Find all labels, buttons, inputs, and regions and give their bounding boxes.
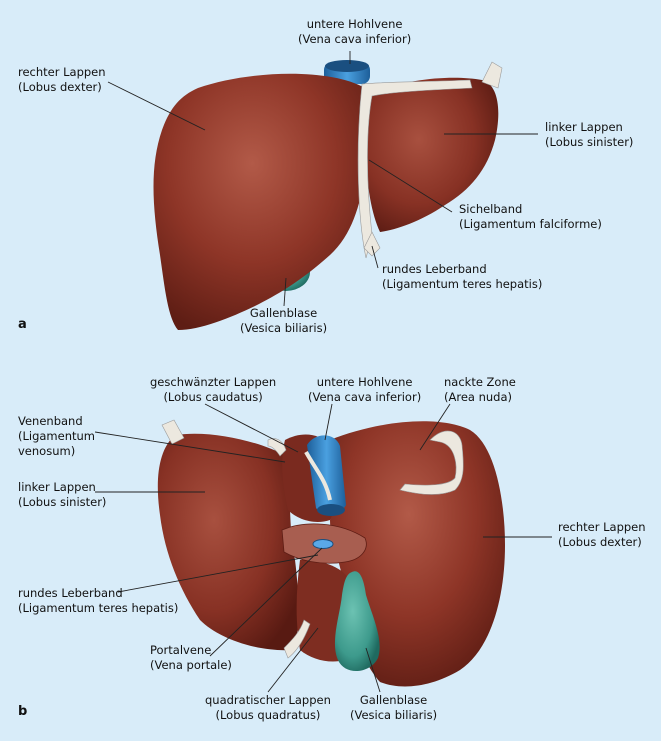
- label-bare-area-b: nackte Zone (Area nuda): [444, 375, 516, 404]
- vena-cava-b: [304, 435, 346, 516]
- left-lobe-b: [157, 433, 299, 651]
- portal-vein-b: [312, 539, 334, 549]
- label-right-lobe-b: rechter Lappen (Lobus dexter): [558, 520, 646, 549]
- label-vena-cava-b: untere Hohlvene (Vena cava inferior): [308, 375, 422, 404]
- round-ligament-b: [283, 619, 311, 659]
- falciform-tip-b: [161, 419, 185, 445]
- label-gallbladder-b: Gallenblase (Vesica biliaris): [350, 693, 438, 722]
- round-ligament-a: [363, 231, 381, 257]
- label-round-ligament-b: rundes Leberband (Ligamentum teres hepat…: [18, 586, 179, 615]
- panel-a-drawing: [153, 60, 503, 330]
- label-portal-vein-b: Portalvene (Vena portale): [150, 643, 232, 672]
- panel-a-leaders: [107, 51, 538, 307]
- label-round-ligament-a: rundes Leberband (Ligamentum teres hepat…: [382, 262, 543, 291]
- label-left-lobe-a: linker Lappen (Lobus sinister): [545, 120, 634, 149]
- label-vena-cava-a: untere Hohlvene (Vena cava inferior): [298, 17, 412, 46]
- label-left-lobe-b: linker Lappen (Lobus sinister): [18, 480, 107, 509]
- label-right-lobe-a: rechter Lappen (Lobus dexter): [18, 65, 106, 94]
- gallbladder-b: [334, 571, 380, 672]
- panel-letter-a: a: [18, 317, 27, 332]
- bare-area-edge-b: [399, 430, 464, 495]
- label-gallbladder-a: Gallenblase (Vesica biliaris): [240, 306, 328, 335]
- vena-cava-a: [324, 60, 370, 84]
- panel-b-leaders: [94, 403, 552, 693]
- right-lobe-a: [153, 73, 373, 330]
- label-venous-ligament-b: Venenband (Ligamentum venosum): [18, 414, 96, 458]
- left-lobe-a: [365, 77, 499, 232]
- label-falciform-a: Sichelband (Ligamentum falciforme): [459, 202, 602, 231]
- triangular-ligament-a: [481, 61, 503, 89]
- panel-letter-b: b: [18, 704, 28, 719]
- label-caudate-b: geschwänzter Lappen (Lobus caudatus): [150, 375, 277, 404]
- panel-b-drawing: [157, 419, 505, 687]
- venous-ligament-b: [267, 438, 287, 457]
- label-quadrate-b: quadratischer Lappen (Lobus quadratus): [205, 693, 331, 722]
